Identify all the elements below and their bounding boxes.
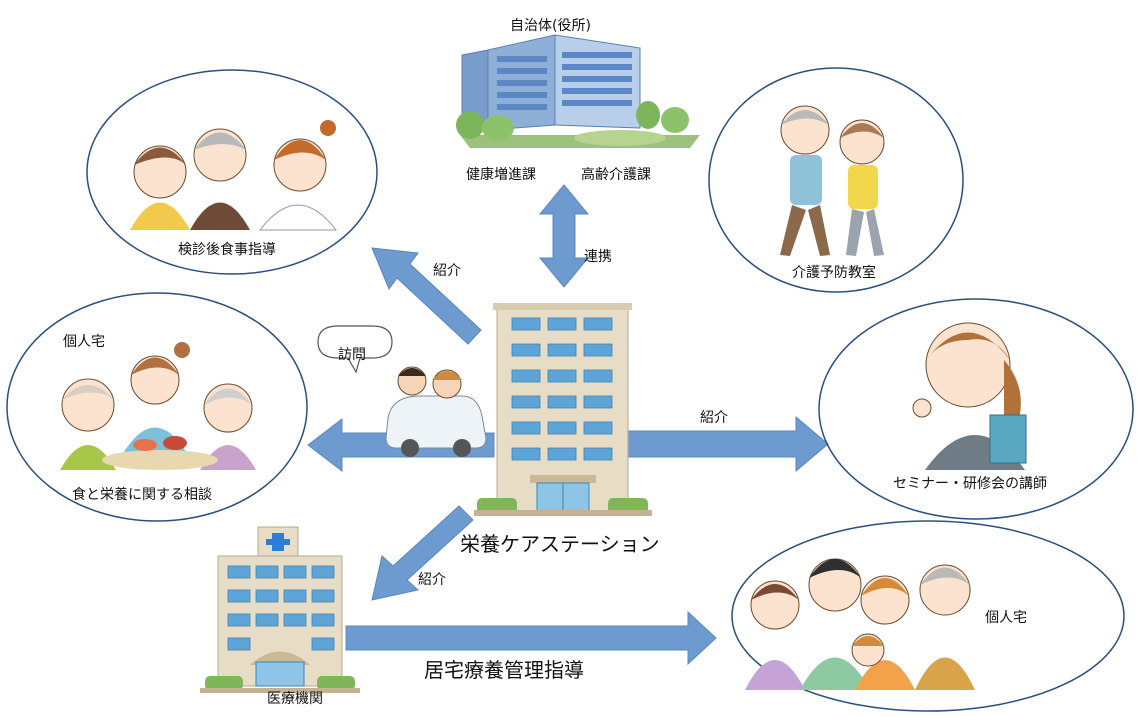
visit-label: 訪問 <box>338 347 366 363</box>
intro-lower-left-label: 紹介 <box>418 572 446 588</box>
visit-car <box>317 325 487 457</box>
care-prevention-people <box>780 105 885 256</box>
home-left-people <box>60 342 256 470</box>
care-prevention-circle <box>708 67 964 293</box>
intro-upper-left-label: 紹介 <box>433 263 461 279</box>
care-prevention-label: 介護予防教室 <box>792 265 876 281</box>
station-building <box>474 303 652 516</box>
municipal-building <box>456 34 700 148</box>
intro-upper-left-arrow <box>371 247 482 345</box>
home-care-arrow <box>345 610 717 666</box>
seminar-circle <box>818 298 1134 520</box>
seminar-lecturer <box>912 322 1027 470</box>
home-care-label: 居宅療養管理指導 <box>424 658 584 682</box>
home-right-family <box>745 558 975 690</box>
elderly-division-label: 高齢介護課 <box>581 167 651 183</box>
home-right-label: 個人宅 <box>985 610 1027 626</box>
intro-lower-left-arrow <box>371 505 474 601</box>
health-division-label: 健康増進課 <box>466 167 536 183</box>
station-title: 栄養ケアステーション <box>460 532 660 556</box>
circles <box>6 67 1134 712</box>
post-checkup-circle <box>86 69 378 275</box>
cooperation-label: 連携 <box>584 249 612 265</box>
cooperation-arrow <box>538 184 590 288</box>
home-left-circle <box>6 292 308 522</box>
intro-right-label: 紹介 <box>700 410 728 426</box>
post-checkup-label: 検診後食事指導 <box>178 242 276 258</box>
food-consult-label: 食と栄養に関する相談 <box>72 487 212 503</box>
home-right-circle <box>731 520 1125 712</box>
medical-label: 医療機関 <box>267 691 323 707</box>
municipality-label: 自治体(役所) <box>510 18 591 34</box>
post-checkup-people <box>130 120 338 231</box>
seminar-label: セミナー・研修会の講師 <box>893 476 1047 492</box>
arrows <box>307 184 829 666</box>
intro-right-arrow <box>627 415 829 473</box>
hospital-building <box>200 526 360 693</box>
home-left-label: 個人宅 <box>63 334 105 350</box>
